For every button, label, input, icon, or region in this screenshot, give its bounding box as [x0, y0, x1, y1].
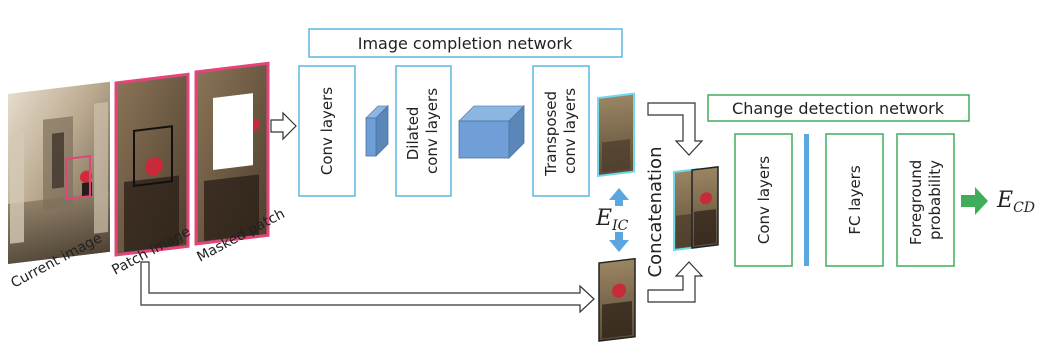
- ic-dilated-conv-box: [395, 65, 452, 197]
- large-feature-cube: [458, 105, 525, 159]
- cd-fc-layers-line: FC layers: [846, 165, 864, 235]
- arrow-completed-to-concat: [647, 102, 704, 156]
- patch-image: [114, 72, 190, 257]
- cd-fc-layers-box: [825, 133, 884, 267]
- ic-transposed-conv-box: [532, 65, 590, 197]
- arrow-original-to-concat: [647, 261, 704, 303]
- ic-conv-layers-label: Conv layers: [318, 87, 336, 175]
- cd-foreground-line2: probability: [926, 160, 944, 240]
- small-feature-cube: [365, 105, 389, 157]
- cd-foreground-probability-label: Foreground probability: [907, 155, 944, 245]
- loss-cd: ECD: [996, 188, 1035, 216]
- image-completion-title-box: [308, 28, 623, 58]
- change-detection-title: Change detection network: [732, 99, 945, 118]
- ic-dilated-line2: conv layers: [423, 88, 441, 174]
- ic-dilated-conv-label: Dilated conv layers: [404, 88, 441, 174]
- concatenation-label: Concatenation: [645, 147, 666, 278]
- arrow-patch-to-original: [140, 261, 595, 314]
- loss-ic: EIC: [595, 206, 629, 234]
- ic-transposed-conv-label: Transposed conv layers: [542, 86, 579, 177]
- loss-ic-sub: IC: [611, 218, 629, 234]
- arrow-to-image-completion: [270, 111, 297, 141]
- cd-fc-layers-label: FC layers: [846, 165, 864, 235]
- loss-ic-up-arrow: [609, 188, 629, 206]
- cd-conv-layers-label: Conv layers: [755, 156, 773, 244]
- original-patch: [598, 257, 636, 342]
- concatenated-patches: [673, 166, 719, 252]
- cd-separator-bar: [804, 134, 809, 266]
- image-completion-title: Image completion network: [358, 34, 573, 53]
- completed-patch-output: [597, 92, 635, 178]
- ic-conv-layers-box: [298, 65, 356, 197]
- cd-foreground-line1: Foreground: [907, 160, 925, 245]
- loss-ic-down-arrow: [609, 232, 629, 252]
- loss-cd-sub: CD: [1013, 200, 1035, 216]
- output-arrow: [961, 187, 988, 215]
- ic-transposed-line1: Transposed: [542, 91, 560, 177]
- loss-ic-base: E: [595, 206, 612, 231]
- change-detection-title-box: [707, 94, 970, 122]
- cd-foreground-probability-box: [896, 133, 955, 267]
- loss-cd-base: E: [996, 188, 1013, 213]
- cd-conv-layers-line: Conv layers: [755, 156, 773, 244]
- current-image: [8, 81, 110, 264]
- ic-transposed-line2: conv layers: [561, 88, 579, 174]
- ic-dilated-line1: Dilated: [404, 107, 422, 161]
- ic-conv-layers-line: Conv layers: [318, 87, 336, 175]
- cd-conv-layers-box: [734, 133, 793, 267]
- masked-patch: [194, 61, 270, 246]
